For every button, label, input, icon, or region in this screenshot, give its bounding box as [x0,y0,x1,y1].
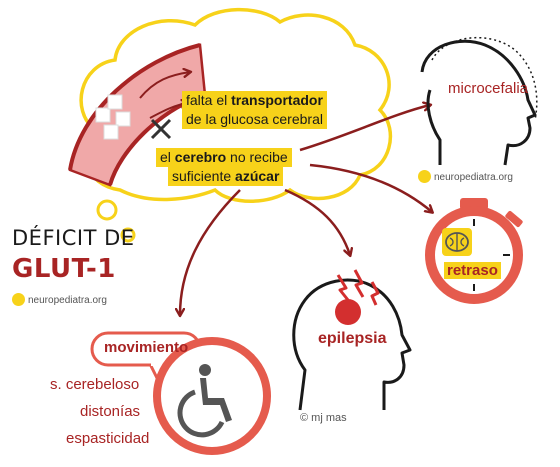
title-line-2: GLUT-1 [12,254,116,284]
epilepsia-label: epilepsia [318,330,387,347]
lightning-icon [336,269,380,306]
movimiento-label: movimiento [104,339,189,356]
cloud-line-2: de la glucosa cerebral [182,110,327,129]
movement-item-2: distonías [80,403,141,420]
blocked-cross-icon [150,118,172,140]
arrow-to-movimiento [180,189,241,315]
arrow-to-epilepsia [284,188,350,255]
brain-icon [442,228,472,256]
arrow-to-retraso [309,163,432,212]
credit-author: © mj mas [300,412,347,424]
credit-right: neuropediatra.org [418,170,513,183]
cloud-line-1: falta el transportador [182,91,327,110]
logo-icon [12,293,25,306]
epilepsia-head-icon [292,278,412,411]
arrow-to-microcefalia [299,105,430,152]
cloud-line-4: suficiente azúcar [168,167,284,186]
retraso-label: retraso [444,262,501,279]
logo-icon [418,170,431,183]
movement-item-1: s. cerebeloso [50,376,140,393]
wheelchair-icon [177,364,232,438]
microcefalia-head-icon [420,37,538,166]
cloud-line-3: el cerebro no recibe [156,148,292,167]
microcefalia-label: microcefalia [448,80,529,97]
movement-item-3: espasticidad [66,430,150,447]
credit-left: neuropediatra.org [12,293,107,306]
title-line-1: DÉFICIT DE [12,226,135,250]
